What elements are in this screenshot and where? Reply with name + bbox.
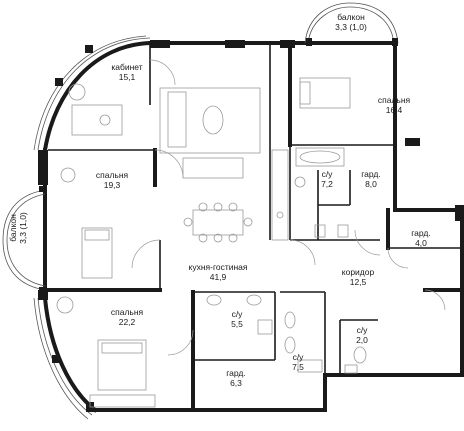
room-area: 22,2 <box>119 317 136 327</box>
room-wardrobe-3: гард. 6,3 <box>226 368 246 388</box>
room-name: коридор <box>342 267 375 277</box>
room-balcony-top: балкон 3,3 (1,0) <box>335 12 367 32</box>
room-bath-4: с/у 7,5 <box>292 352 304 372</box>
room-name: спальня <box>111 307 144 317</box>
room-area: 41,9 <box>210 272 227 282</box>
room-bath-2: с/у 5,5 <box>231 309 243 329</box>
room-area: 15,1 <box>119 72 136 82</box>
room-area: 3,3 (1,0) <box>335 22 367 32</box>
room-name: спальня <box>378 95 411 105</box>
room-area: 3,3 (1,0) <box>18 212 28 244</box>
room-bath-1: с/у 7,2 <box>321 169 333 189</box>
room-area: 5,5 <box>231 319 243 329</box>
furniture <box>56 77 367 408</box>
room-area: 2,0 <box>356 335 368 345</box>
room-name: кабинет <box>111 62 142 72</box>
room-wardrobe-2: гард. 4,0 <box>411 228 431 248</box>
room-area: 7,2 <box>321 179 333 189</box>
room-name: балкон <box>8 214 18 242</box>
room-area: 6,3 <box>230 378 242 388</box>
room-name: с/у <box>293 352 305 362</box>
room-name: кухня-гостиная <box>189 262 248 272</box>
room-bedroom-w: спальня 19,3 <box>96 170 129 190</box>
room-area: 8,0 <box>365 179 377 189</box>
window-glazing <box>33 35 464 420</box>
room-name: гард. <box>361 169 381 179</box>
room-name: спальня <box>96 170 129 180</box>
room-area: 16,4 <box>386 105 403 115</box>
room-balcony-left: балкон 3,3 (1,0) <box>8 212 28 244</box>
room-area: 7,5 <box>292 362 304 372</box>
room-kitchen-living: кухня-гостиная 41,9 <box>189 262 248 282</box>
room-corridor: коридор 12,5 <box>342 267 375 287</box>
room-name: балкон <box>337 12 365 22</box>
room-labels: балкон 3,3 (1,0) кабинет 15,1 спальня 16… <box>8 12 431 388</box>
room-area: 4,0 <box>415 238 427 248</box>
room-name: с/у <box>357 325 369 335</box>
room-wardrobe-1: гард. 8,0 <box>361 169 381 189</box>
room-name: гард. <box>411 228 431 238</box>
room-area: 12,5 <box>350 277 367 287</box>
balcony-top <box>304 2 399 46</box>
room-bedroom-ne: спальня 16,4 <box>378 95 411 115</box>
room-name: с/у <box>232 309 244 319</box>
interior-walls <box>46 41 460 412</box>
room-bath-3: с/у 2,0 <box>356 325 368 345</box>
doors <box>131 59 446 356</box>
room-name: с/у <box>322 169 334 179</box>
room-cabinet: кабинет 15,1 <box>111 62 142 82</box>
room-name: гард. <box>226 368 246 378</box>
room-bedroom-s: спальня 22,2 <box>111 307 144 327</box>
room-area: 19,3 <box>104 180 121 190</box>
